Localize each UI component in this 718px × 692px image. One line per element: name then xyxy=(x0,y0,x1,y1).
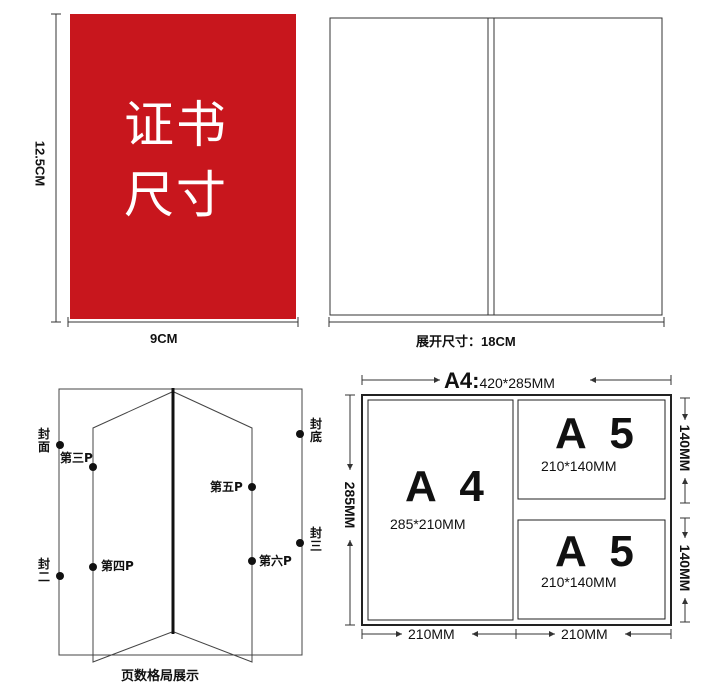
front-cover-char-2: 面 xyxy=(38,440,51,454)
cover-width-label: 9CM xyxy=(150,331,178,346)
a5-size-bottom: 210*140MM xyxy=(541,574,617,590)
bottom-right-width: 210MM xyxy=(561,626,608,642)
back-cover-char-1: 封 xyxy=(310,417,323,431)
cover-height-label: 12.5CM xyxy=(32,140,48,187)
inside-back-label: 封 三 xyxy=(310,527,324,553)
front-cover-char-1: 封 xyxy=(38,427,51,441)
inside-back-char-2: 三 xyxy=(310,539,323,553)
a5-title-top: A 5 xyxy=(555,409,640,458)
a4-title: A 4 xyxy=(405,462,490,511)
inside-back-char-1: 封 xyxy=(310,526,323,540)
inside-front-char-1: 封 xyxy=(38,557,51,571)
bottom-left-width: 210MM xyxy=(408,626,455,642)
page3-label: 第三P xyxy=(60,451,93,465)
inside-front-label: 封 二 xyxy=(38,558,52,584)
cover-title-line2: 尺寸 xyxy=(124,166,228,224)
back-cover-char-2: 底 xyxy=(310,430,323,444)
front-cover-label: 封 面 xyxy=(38,428,52,454)
spread-outline xyxy=(329,17,663,316)
page5-label: 第五P xyxy=(210,480,243,494)
sheet-size: 420*285MM xyxy=(479,375,555,391)
sheet-height-label: 285MM xyxy=(342,481,358,529)
a4-size: 285*210MM xyxy=(390,516,466,532)
certificate-cover xyxy=(70,14,296,319)
sheet-prefix: A4: xyxy=(444,368,480,393)
a5-size-top: 210*140MM xyxy=(541,458,617,474)
layout-caption: 页数格局展示 xyxy=(121,668,200,683)
a5-height-top: 140MM xyxy=(677,424,693,472)
spread-size-label: 展开尺寸：18CM xyxy=(416,334,516,349)
sheet-size-label: A4:420*285MM xyxy=(444,368,555,394)
a5-title-bottom: A 5 xyxy=(555,527,640,576)
cover-title-line1: 证书 xyxy=(124,96,228,154)
back-cover-label: 封 底 xyxy=(310,418,324,444)
a5-height-bottom: 140MM xyxy=(677,544,693,592)
inside-front-char-2: 二 xyxy=(38,570,51,584)
page6-label: 第六P xyxy=(259,554,292,568)
page4-label: 第四P xyxy=(101,559,134,573)
